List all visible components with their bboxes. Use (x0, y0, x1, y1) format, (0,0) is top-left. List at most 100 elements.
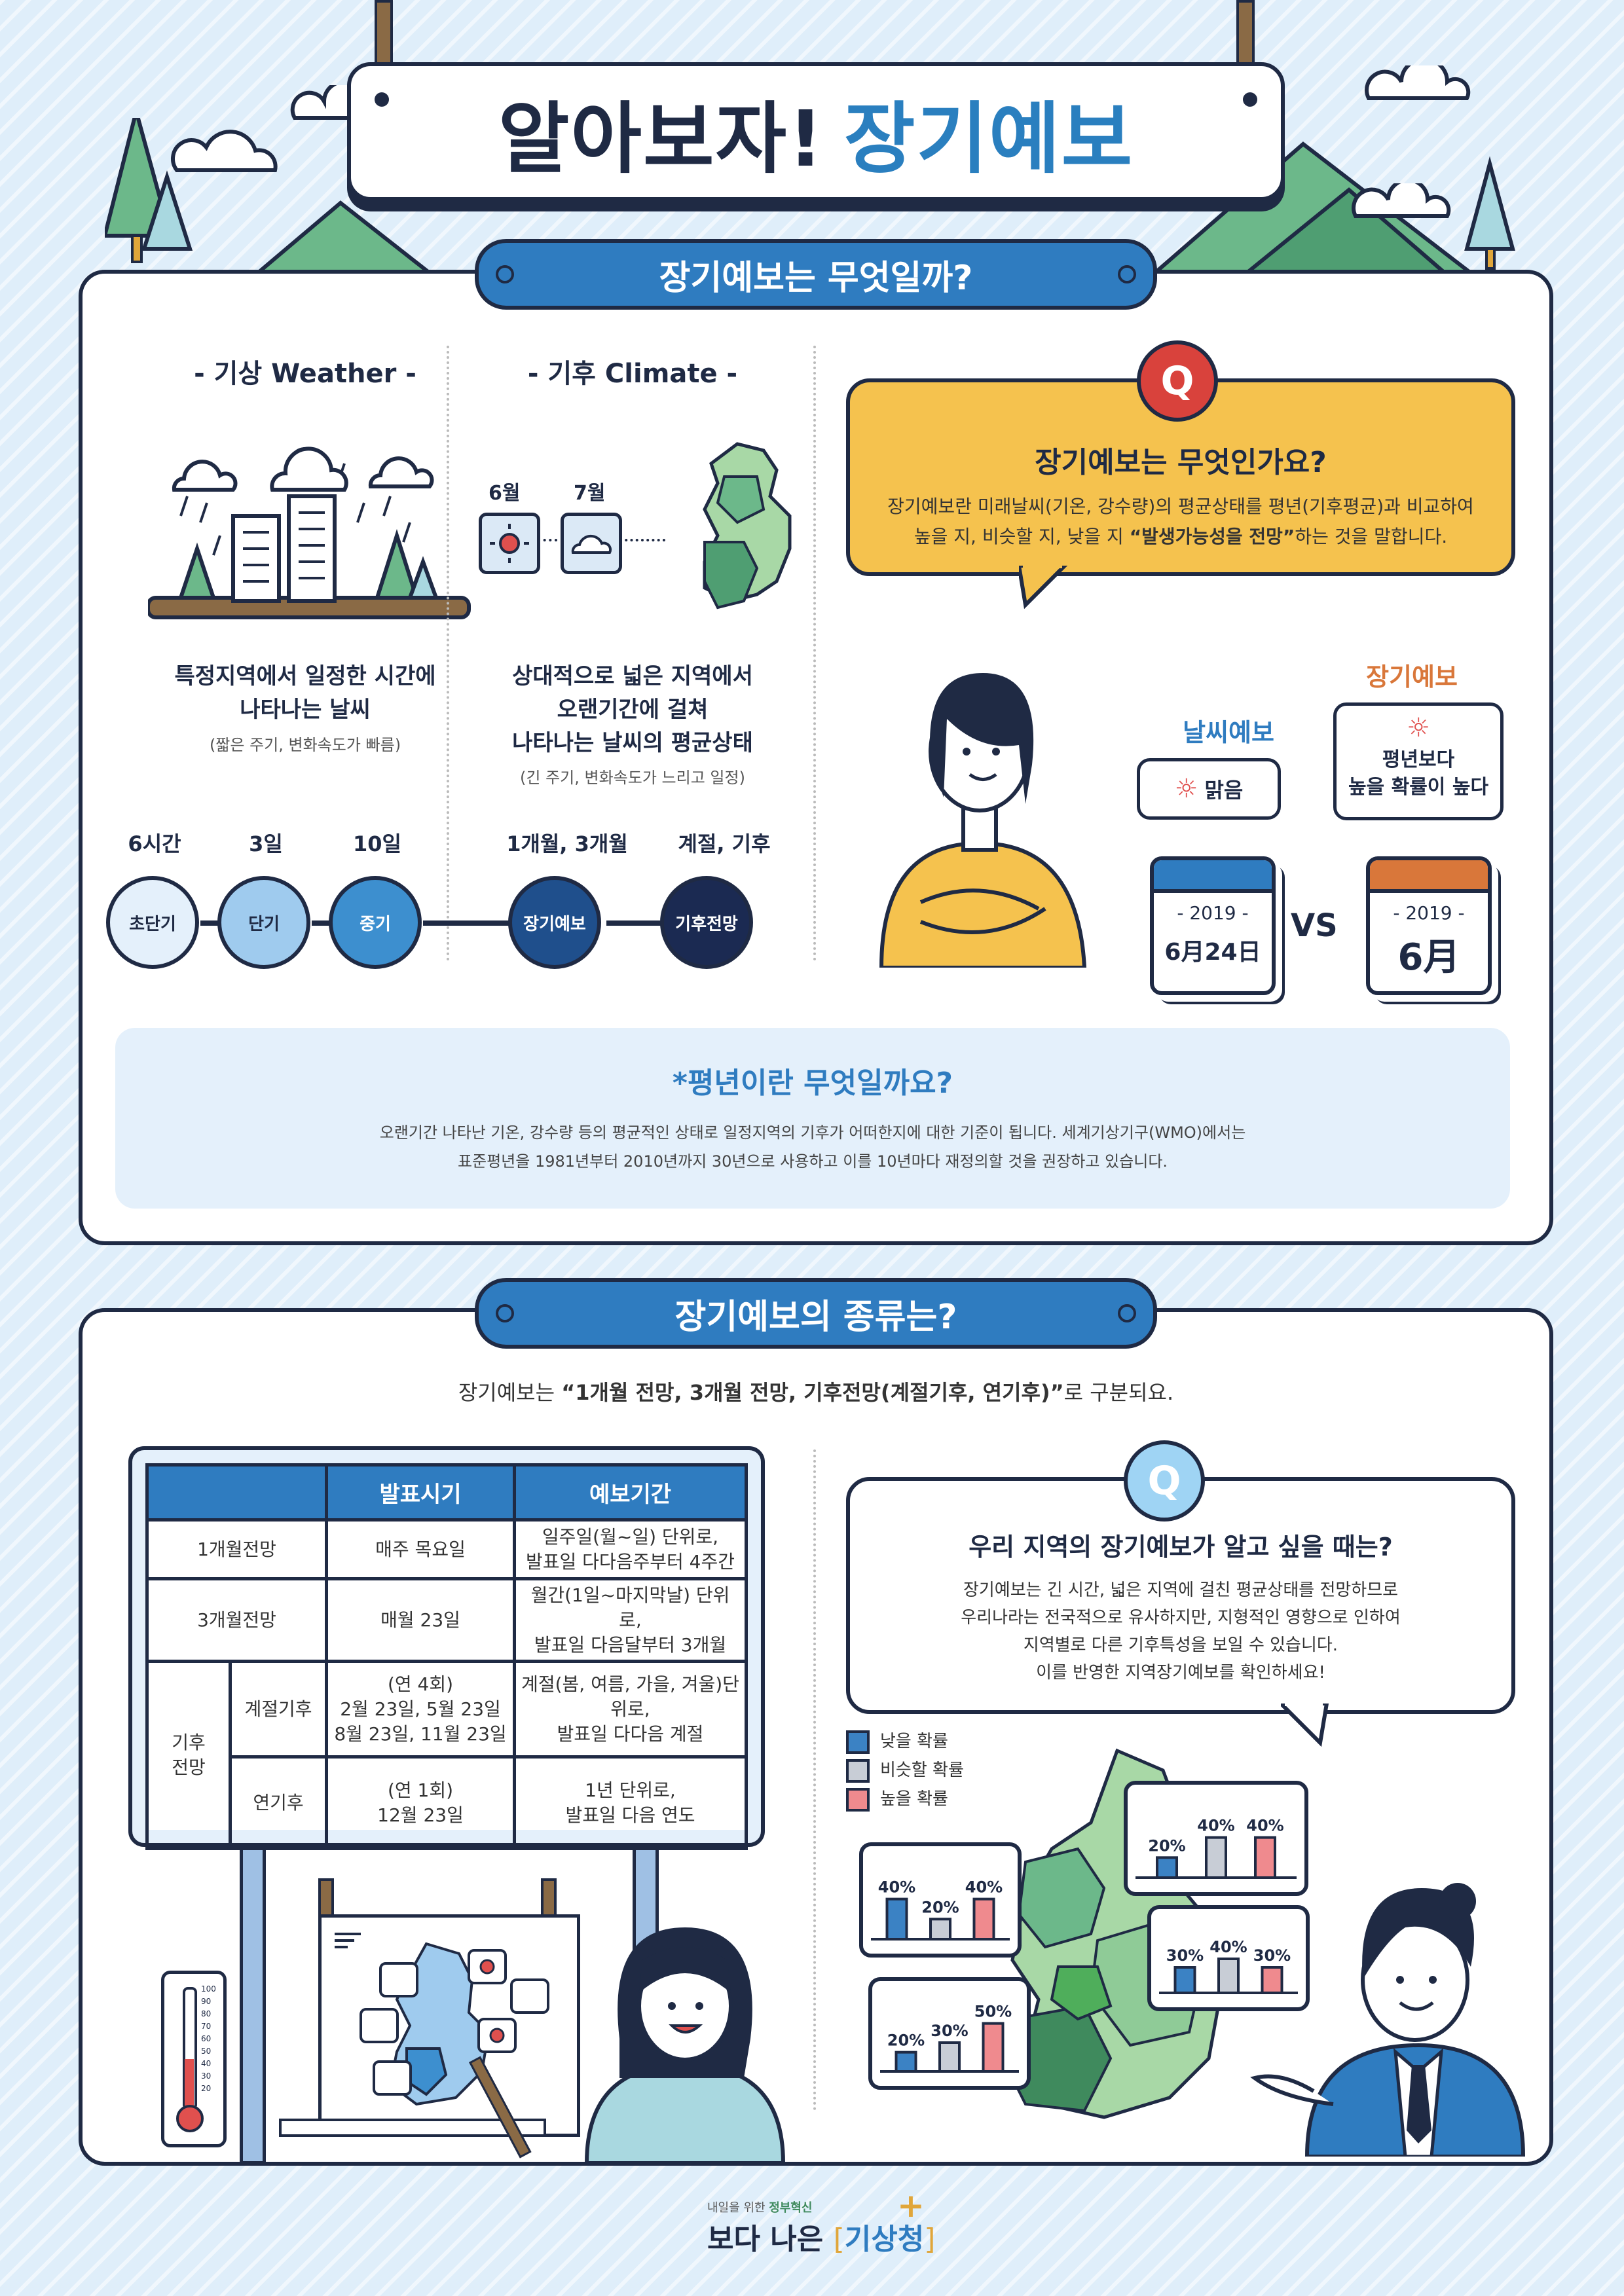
thermo-tick: 40 (201, 2059, 212, 2068)
footer-logo-part: 보다 나은 (707, 2223, 824, 2256)
table-row: 1개월전망 매주 목요일 일주일(월~일) 단위로,발표일 다다음주부터 4주간 (145, 1518, 748, 1580)
bubble-tail (1019, 566, 1068, 610)
cell-line: 12월 23일 (377, 1804, 464, 1826)
calendar-right: - 2019 - 6月 (1366, 856, 1492, 995)
regional-chart-1: 40%20%40% (859, 1842, 1022, 1958)
nail-icon (375, 92, 389, 107)
normal-explainer-box: *평년이란 무엇일까요? 오랜기간 나타난 기온, 강수량 등의 평균적인 상태… (115, 1028, 1510, 1209)
climate-desc-line: 오랜기간에 걸쳐 (557, 697, 709, 723)
column-divider (813, 346, 816, 961)
regional-chart-2: 30%40%30% (1147, 1905, 1310, 2011)
question-text-line: 우리나라는 전국적으로 유사하지만, 지형적인 영향으로 인하여 (961, 1608, 1401, 1628)
nail-icon (1243, 92, 1257, 107)
climate-heading: - 기후 Climate - (527, 359, 738, 389)
calendar-date: 6月24日 (1164, 939, 1261, 966)
cell-line: 발표일 다음달부터 3개월 (534, 1633, 727, 1656)
climate-note: (긴 주기, 변화속도가 느리고 일정) (520, 769, 745, 787)
legend-swatch (846, 1730, 870, 1754)
section-pill-label: 장기예보의 종류는? (674, 1297, 957, 1337)
calendar-date: 6月 (1397, 936, 1460, 979)
q-badge: Q (1137, 340, 1218, 422)
bar (1261, 1966, 1283, 1994)
weather-forecast-label: 날씨예보 (1183, 718, 1274, 747)
timeline-period: 10일 (353, 831, 401, 856)
timeline-stage-medium: 중기 (329, 876, 422, 969)
question-text-line: 장기예보는 긴 시간, 넓은 지역에 걸친 평균상태를 전망하므로 (963, 1580, 1399, 1600)
cell-line: (연 4회) (387, 1673, 454, 1696)
table-header-empty (145, 1463, 328, 1522)
probability-legend: 낮을 확률 비슷할 확률 높을 확률 (846, 1727, 964, 1813)
page-title: 알아보자! 장기예보 (347, 62, 1285, 201)
cloud-icon (1352, 183, 1451, 218)
types-intro-part: 로 구분되요. (1063, 1380, 1174, 1405)
legend-label: 비슷할 확률 (880, 1760, 964, 1780)
man-presenter-illustration (1250, 1883, 1526, 2157)
bar (1205, 1836, 1227, 1879)
timeline-period: 1개월, 3개월 (506, 831, 628, 856)
dotted-arrow (538, 539, 557, 541)
section-types-panel: 장기예보는 “1개월 전망, 3개월 전망, 기후전망(계절기후, 연기후)”로… (79, 1308, 1553, 2166)
weather-heading: - 기상 Weather - (194, 359, 416, 389)
bar (1156, 1856, 1178, 1880)
legend-swatch (846, 1758, 870, 1783)
table-cell: 계절기후 (229, 1660, 328, 1759)
bar-value-label: 20% (921, 1898, 959, 1916)
cloud-icon (171, 130, 278, 172)
question-text-line: 장기예보란 미래날씨(기온, 강수량)의 평균상태를 평년(기후평균)과 비교하… (887, 496, 1474, 517)
bracket-icon: [ (833, 2223, 845, 2256)
long-forecast-value-line: 높을 확률이 높다 (1348, 776, 1489, 799)
vs-label: VS (1291, 907, 1338, 944)
bar-value-label: 20% (1148, 1836, 1185, 1855)
woman-arms-crossed-illustration (879, 673, 1087, 968)
thermometer-bulb (176, 2105, 204, 2132)
table-cell: 계절(봄, 여름, 가을, 겨울)단위로,발표일 다다음 계절 (513, 1660, 748, 1759)
section-pill-label: 장기예보는 무엇일까? (659, 258, 973, 298)
weather-note: (짧은 주기, 변화속도가 빠름) (209, 736, 401, 754)
question-title: 장기예보는 무엇인가요? (1035, 446, 1327, 479)
sun-icon: ☼ (1407, 713, 1430, 743)
forecast-types-board: 발표시기 예보기간 1개월전망 매주 목요일 일주일(월~일) 단위로,발표일 … (128, 1446, 765, 1851)
bar (972, 1897, 995, 1941)
legend-swatch (846, 1787, 870, 1812)
table-header-release: 발표시기 (325, 1463, 516, 1522)
bar-value-label: 30% (931, 2022, 968, 2040)
bar (885, 1897, 908, 1941)
table-cell: 월간(1일~마지막날) 단위로,발표일 다음달부터 3개월 (513, 1576, 748, 1664)
bar-chart: 20%40%40% (1135, 1817, 1297, 1880)
bar-value-label: 40% (1209, 1938, 1247, 1956)
footer-logo-agency: 기상청 (844, 2223, 925, 2256)
long-forecast-value-line: 평년보다 (1382, 748, 1455, 771)
question-text-emphasis: “발생가능성을 전망” (1129, 526, 1295, 547)
bar (1254, 1836, 1276, 1879)
footer-tagline-emphasis: 정부혁신 (769, 2201, 813, 2215)
bar-value-label: 30% (1253, 1946, 1291, 1965)
thermo-tick: 100 (201, 1984, 216, 1994)
thermo-tick: 50 (201, 2047, 212, 2056)
question-text-part: 하는 것을 말합니다. (1295, 526, 1448, 547)
regional-chart-0: 20%40%40% (1124, 1781, 1308, 1896)
bar-chart: 40%20%40% (871, 1878, 1010, 1941)
column-divider (447, 346, 449, 961)
footer-tagline-part: 내일을 위한 (707, 2201, 769, 2215)
normal-title: *평년이란 무엇일까요? (672, 1066, 953, 1100)
question-text-line: 높을 지, 비슷할 지, 낮을 지 “발생가능성을 전망”하는 것을 말합니다. (850, 522, 1511, 549)
city-rain-illustration (148, 446, 471, 619)
section-what-is-panel: - 기상 Weather - 특정지역에서 일정한 시간에 나타나는 날씨 (짧… (79, 270, 1553, 1245)
pill-dot (496, 1304, 514, 1322)
cell-line: 월간(1일~마지막날) 단위로, (530, 1584, 730, 1631)
bar-value-label: 50% (974, 2003, 1012, 2021)
footer-logo: 보다 나은 [기상청] (707, 2215, 935, 2257)
woman-presenter-illustration (584, 1927, 786, 2163)
bar (895, 2050, 917, 2073)
question-text-part: 높을 지, 비슷할 지, 낮을 지 (913, 526, 1130, 547)
weather-description: 특정지역에서 일정한 시간에 나타나는 날씨 (122, 660, 489, 727)
table-cell: 1개월전망 (145, 1518, 328, 1580)
thermometer-icon: 100 90 80 70 60 50 40 30 20 (161, 1971, 227, 2147)
calendar-header (1154, 860, 1272, 893)
billboard-post (240, 1840, 266, 2164)
cloud-icon (561, 513, 622, 574)
timeline-period: 3일 (249, 831, 283, 856)
month-june-label: 6월 (489, 482, 521, 505)
question-text: 장기예보는 긴 시간, 넓은 지역에 걸친 평균상태를 전망하므로 우리나라는 … (850, 1576, 1511, 1686)
forecast-types-table-wrap: 발표시기 예보기간 1개월전망 매주 목요일 일주일(월~일) 단위로,발표일 … (145, 1463, 748, 1851)
